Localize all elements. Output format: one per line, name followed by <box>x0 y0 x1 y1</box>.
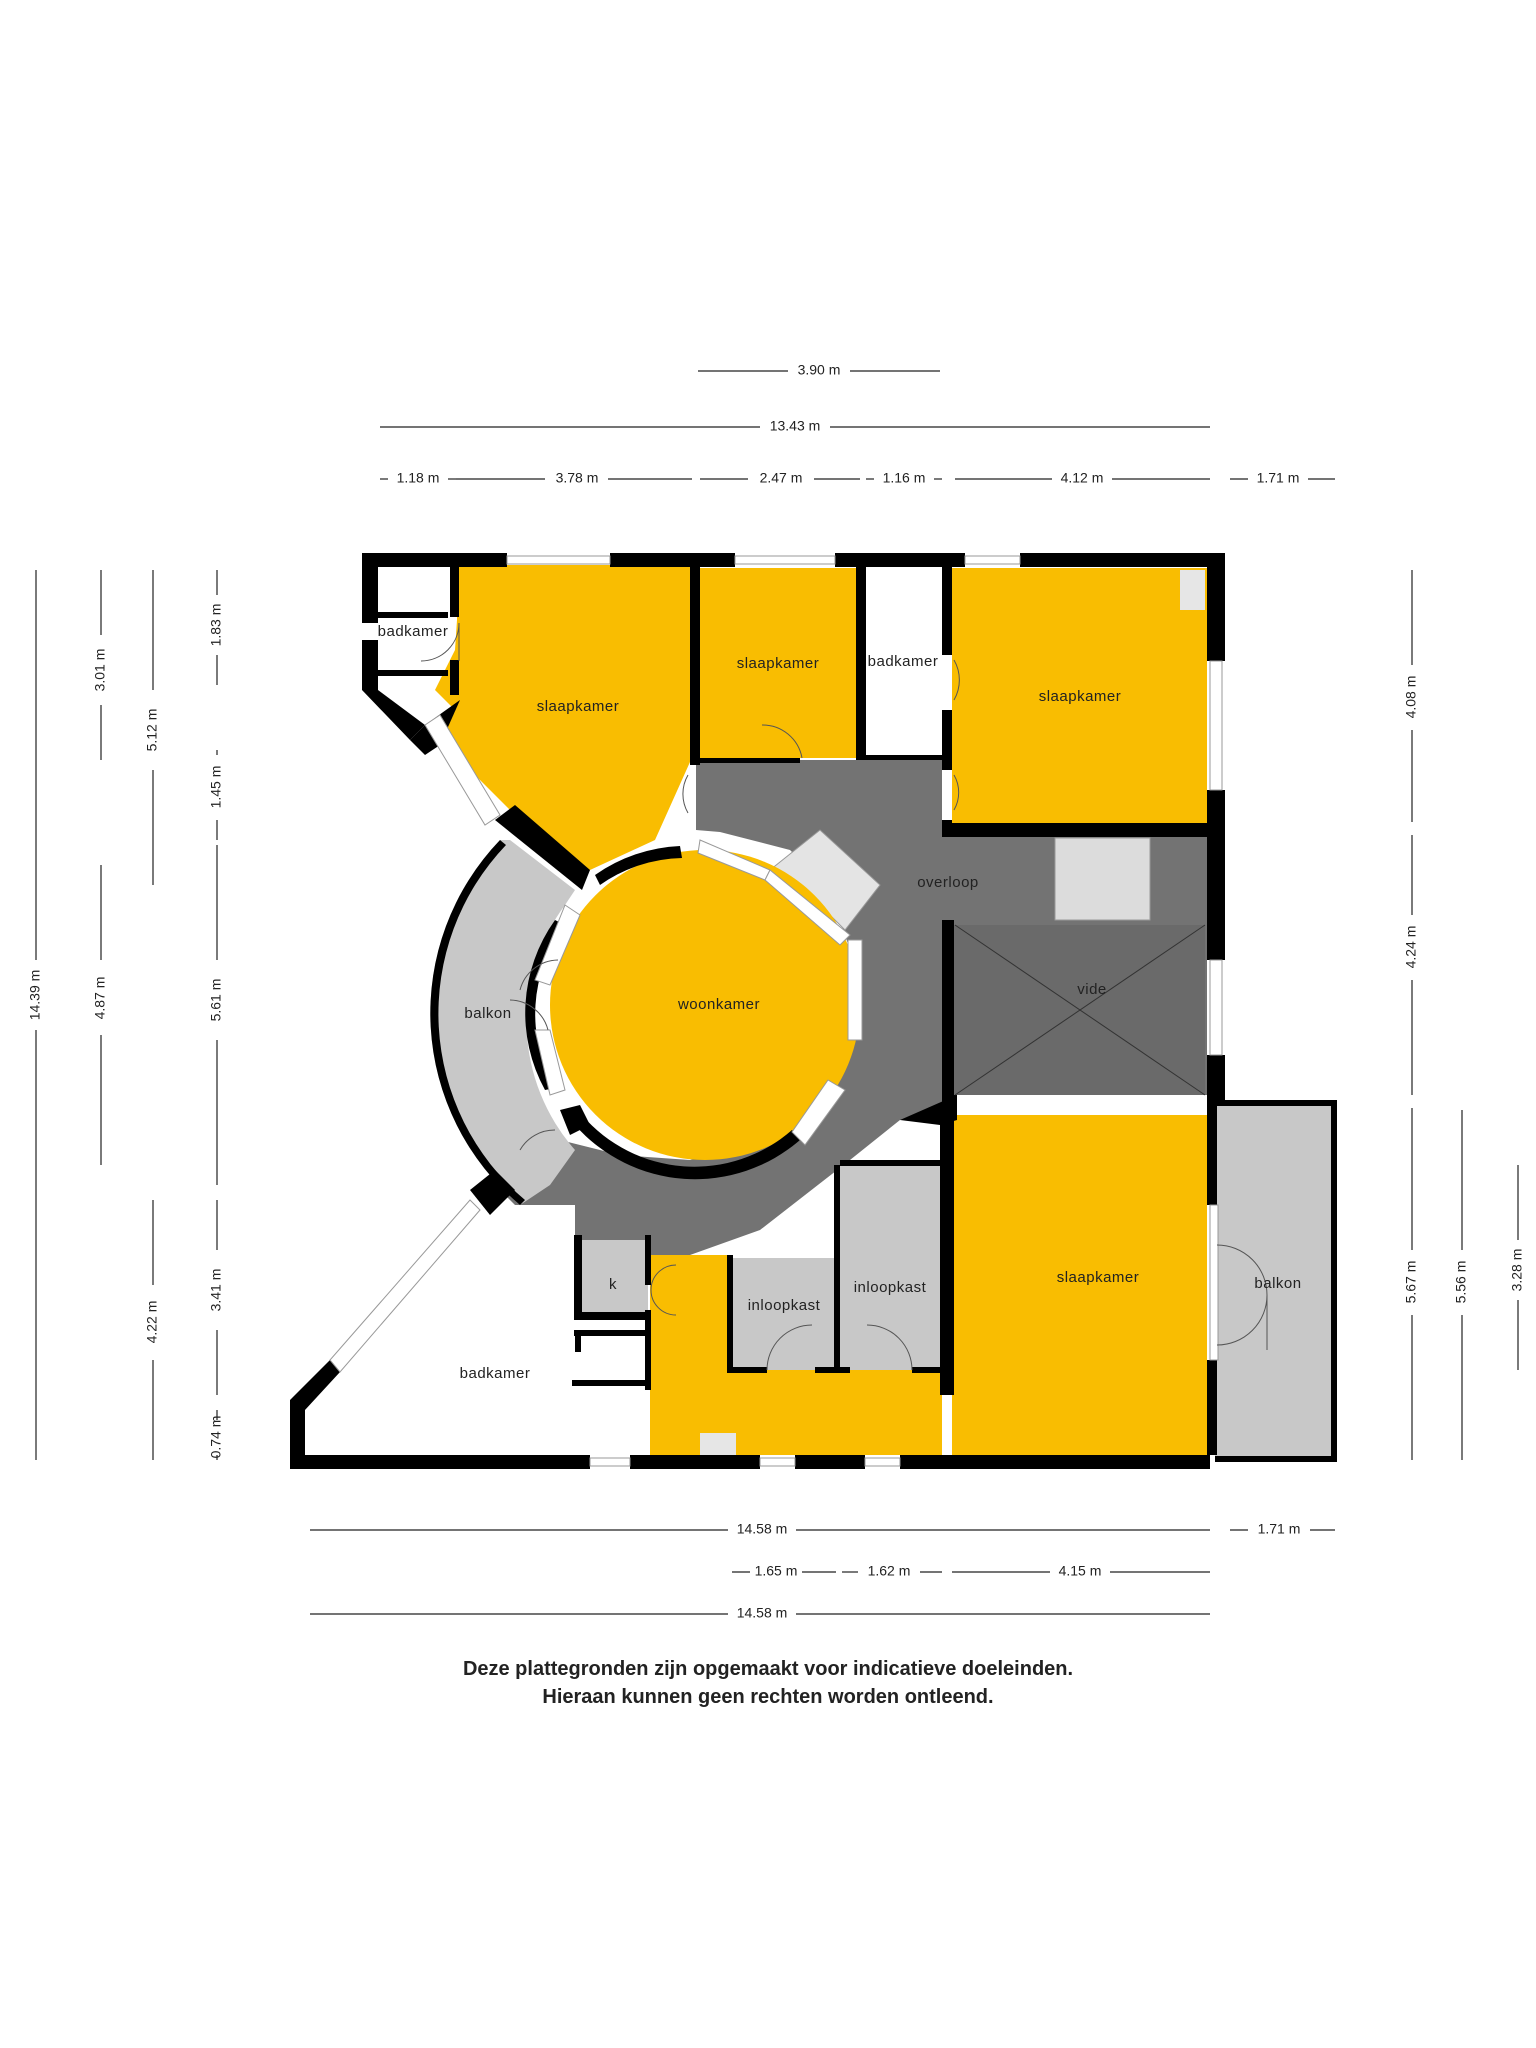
dim-left-4-22: 4.22 m <box>144 1301 160 1344</box>
room-woonkamer-fill <box>550 850 860 1160</box>
label-badkamer-n: badkamer <box>868 653 939 670</box>
dim-right-3-28: 3.28 m <box>1509 1249 1525 1292</box>
dim-right-5-56: 5.56 m <box>1453 1261 1469 1304</box>
label-inloopkast-1: inloopkast <box>748 1297 821 1314</box>
dim-left-5-61: 5.61 m <box>208 979 224 1022</box>
room-slaapkamer-ne-corner <box>1180 570 1205 610</box>
room-slaapkamer-se-fill <box>952 1115 1207 1455</box>
dim-top-1-18: 1.18 m <box>397 470 440 486</box>
dim-left-1-45: 1.45 m <box>208 766 224 809</box>
label-slaapkamer-nw: slaapkamer <box>537 698 620 715</box>
dim-right-4-08: 4.08 m <box>1403 676 1419 719</box>
disclaimer-line-1: Deze plattegronden zijn opgemaakt voor i… <box>462 1658 1074 1680</box>
dim-left-3-01: 3.01 m <box>92 649 108 692</box>
dim-top-3-78: 3.78 m <box>556 470 599 486</box>
stairs-right <box>1054 837 1151 921</box>
dim-bottom-1-65: 1.65 m <box>755 1563 798 1579</box>
room-bottom-hall-fill <box>650 1255 942 1455</box>
dim-left-14-39: 14.39 m <box>27 970 43 1021</box>
dim-bottom-1-62: 1.62 m <box>868 1563 911 1579</box>
vide-cross-2 <box>954 924 1206 1096</box>
dim-left-5-12: 5.12 m <box>144 709 160 752</box>
dim-top-2-47: 2.47 m <box>760 470 803 486</box>
label-k: k <box>609 1276 617 1293</box>
dim-left-0-74: 0.74 m <box>208 1416 224 1459</box>
dim-right-5-67: 5.67 m <box>1403 1261 1419 1304</box>
dim-top-3-90: 3.90 m <box>798 362 841 378</box>
dim-bottom-1-71: 1.71 m <box>1258 1521 1301 1537</box>
disclaimer-line-2: Hieraan kunnen geen rechten worden ontle… <box>542 1686 994 1708</box>
dim-left-3-41: 3.41 m <box>208 1269 224 1312</box>
dim-right-4-24: 4.24 m <box>1403 926 1419 969</box>
dim-bottom-14-58-b: 14.58 m <box>737 1605 788 1621</box>
room-badkamer-n-fill <box>866 568 942 758</box>
dimension-lines <box>35 370 1519 1615</box>
label-balkon-e: balkon <box>1254 1275 1301 1292</box>
disclaimer: Deze plattegronden zijn opgemaakt voor i… <box>0 1655 1536 1711</box>
dim-left-4-87: 4.87 m <box>92 977 108 1020</box>
windows <box>329 555 1223 1467</box>
label-badkamer-small: badkamer <box>378 623 449 640</box>
dim-left-1-83: 1.83 m <box>208 604 224 647</box>
dim-top-1-16: 1.16 m <box>883 470 926 486</box>
dim-top-1-71: 1.71 m <box>1257 470 1300 486</box>
room-slaapkamer-nw-fill <box>425 565 690 882</box>
dim-bottom-4-15: 4.15 m <box>1059 1563 1102 1579</box>
label-slaapkamer-se: slaapkamer <box>1057 1269 1140 1286</box>
room-balkon-e-fill <box>1215 1105 1335 1460</box>
room-balkon-w-fill <box>430 840 575 1205</box>
label-balkon-w: balkon <box>464 1005 511 1022</box>
label-woonkamer: woonkamer <box>677 996 760 1013</box>
room-slaapkamer-n-fill <box>700 568 856 758</box>
room-badkamer-sw-fill <box>305 1205 650 1455</box>
dim-top-4-12: 4.12 m <box>1061 470 1104 486</box>
label-vide: vide <box>1077 981 1107 998</box>
room-k-fill <box>580 1240 648 1315</box>
label-badkamer-sw: badkamer <box>460 1365 531 1382</box>
label-slaapkamer-n: slaapkamer <box>737 655 820 672</box>
label-overloop: overloop <box>917 874 979 891</box>
label-inloopkast-2: inloopkast <box>854 1279 927 1296</box>
room-inloopkast-1-fill <box>730 1258 834 1370</box>
room-bottom-corner <box>700 1433 736 1455</box>
room-inloopkast-2-fill <box>840 1165 940 1370</box>
label-slaapkamer-ne: slaapkamer <box>1039 688 1122 705</box>
dim-top-13-43: 13.43 m <box>770 418 821 434</box>
dim-bottom-14-58-a: 14.58 m <box>737 1521 788 1537</box>
room-slaapkamer-ne-fill <box>952 568 1207 823</box>
doors <box>420 622 1268 1371</box>
